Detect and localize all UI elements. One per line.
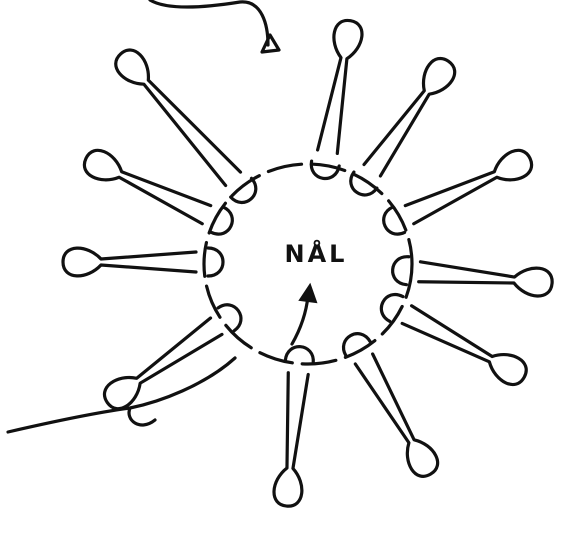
stitch-hook	[218, 305, 241, 331]
petal-loop	[63, 248, 196, 276]
tail-thread	[8, 358, 235, 432]
stitch-hook	[393, 257, 409, 285]
stitch-hook	[285, 347, 313, 363]
needle-label: NÅL	[285, 239, 348, 268]
petal-loop	[318, 20, 362, 153]
petal-loop	[405, 150, 531, 223]
needle-arrow-icon	[292, 285, 316, 344]
petal-loop	[364, 58, 455, 176]
working-thread	[150, 0, 279, 52]
stitch-hook	[208, 248, 223, 276]
petal-loop	[402, 306, 526, 385]
petal-loop	[355, 354, 437, 476]
stitch-hook	[231, 178, 256, 202]
thread-arrow-icon	[262, 35, 279, 52]
petal-loop	[274, 373, 308, 506]
petal-loop	[104, 318, 222, 409]
petal-loop	[116, 50, 241, 185]
petal-loop	[419, 262, 552, 296]
stitch-hook	[381, 294, 403, 321]
petal-loop	[84, 150, 210, 223]
